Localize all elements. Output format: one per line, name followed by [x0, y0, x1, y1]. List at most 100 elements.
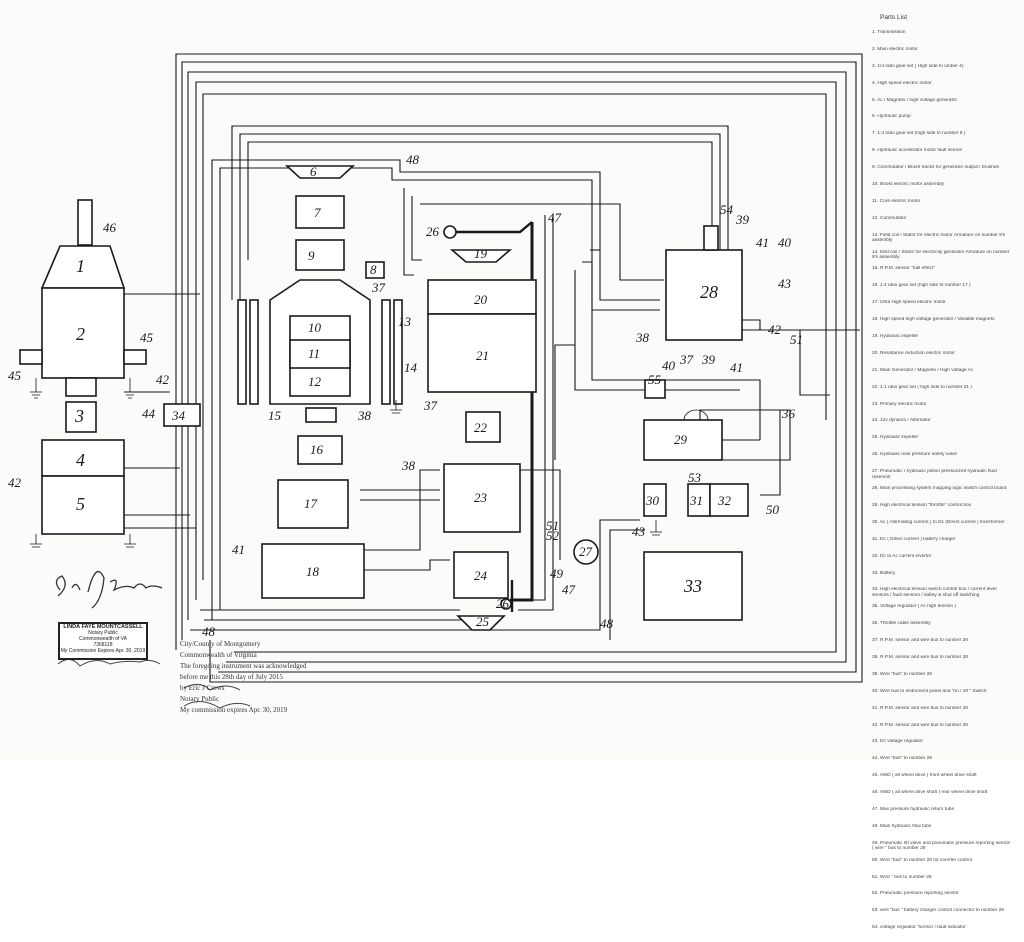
parts-list-item: 13. Field coil / Stator for electric mot…: [872, 232, 1006, 244]
schematic-diagram: 1 2 3 4 5 34 46 45 45 42 42 44 6 7 9 8 1…: [8, 53, 863, 709]
parts-list-item: 26. Hydraulic max pressure safety valve: [872, 452, 958, 458]
parts-list-item: 31. Dc ( Direct current ) battery charge…: [872, 536, 956, 542]
svg-text:51: 51: [790, 332, 803, 347]
notary-by: by Eric J Crews: [180, 684, 225, 692]
parts-list-item: 17. Ultra High speed electric motor: [872, 300, 946, 306]
svg-text:12: 12: [308, 374, 322, 389]
svg-text:16: 16: [310, 442, 324, 457]
svg-text:37: 37: [423, 398, 438, 413]
ground-symbols: [30, 378, 662, 548]
component-55-regulator: [644, 379, 666, 399]
parts-list-item: 39. Wire "bus" to number 28: [872, 671, 932, 677]
svg-text:4: 4: [76, 450, 85, 470]
parts-list-item: 53. wire "bus " battery charger control …: [872, 908, 1004, 914]
parts-list-item: 45. AWD ( all wheel drive ) front wheel …: [872, 773, 977, 779]
control-system: 28 54 39 40 41 43 42 51 38 40 37 39 41 5…: [632, 202, 803, 621]
svg-text:7: 7: [314, 205, 321, 220]
svg-text:45: 45: [140, 330, 154, 345]
parts-list-item: 32. Dc to Ac current inverter: [872, 553, 932, 559]
svg-text:15: 15: [268, 408, 282, 423]
stamp-number: 7368118: [93, 642, 113, 648]
parts-list-item: 4. High speed electric motor: [872, 80, 932, 86]
parts-list-item: 15. R.P.M. sensor "hall effect": [872, 266, 935, 272]
svg-text:43: 43: [778, 276, 792, 291]
parts-list-item: 54. voltage regulator "sensor / fault in…: [872, 925, 966, 931]
svg-text:38: 38: [357, 408, 372, 423]
parts-list-item: 1. Transmission: [872, 30, 906, 35]
notary-acknowledgement: City/County of Montgomery Commonwealth o…: [180, 640, 320, 717]
svg-text:42: 42: [8, 475, 22, 490]
svg-text:34: 34: [171, 408, 186, 423]
svg-text:26: 26: [496, 596, 510, 611]
parts-list-item: 48. Main hydraulic flow tube: [872, 823, 932, 829]
parts-list-item: 6. Hydraulic pump: [872, 114, 911, 120]
svg-text:47: 47: [562, 582, 576, 597]
svg-text:41: 41: [232, 542, 245, 557]
parts-list-item: 19. Hydraulic impeller: [872, 334, 919, 340]
component-34-control-box: [163, 403, 201, 427]
component-19-hydraulic-impeller: [449, 249, 513, 263]
svg-text:22: 22: [474, 420, 488, 435]
svg-text:38: 38: [635, 330, 650, 345]
svg-text:41: 41: [756, 235, 769, 250]
svg-text:30: 30: [645, 493, 660, 508]
svg-text:47: 47: [548, 210, 562, 225]
component-17-ultra-motor: [277, 479, 349, 529]
parts-list-item: 28. Main processing system mapping logic…: [872, 486, 1007, 492]
svg-text:48: 48: [600, 616, 614, 631]
svg-text:24: 24: [474, 568, 488, 583]
parts-list-item: 18. High speed high voltage generator / …: [872, 317, 995, 323]
svg-text:8: 8: [370, 262, 377, 277]
parts-list-item: 30. Ac ( Alternating current ) to Dc (Di…: [872, 519, 1005, 525]
transmission-assembly: 1 2 3 4 5 34 46 45 45 42 42 44: [8, 199, 201, 535]
component-6-hydraulic-pump: [284, 165, 356, 179]
notary-ack-1: The foregoing instrument was acknowledge…: [180, 662, 307, 670]
parts-list-item: 7. 1:4 ratio gear set (high side to numb…: [872, 131, 966, 137]
component-16-gear-set: [297, 435, 343, 465]
svg-text:37: 37: [371, 280, 386, 295]
parts-list-item: 35. Voltage regulator ( Ac high tension …: [872, 604, 956, 610]
svg-text:5: 5: [76, 494, 85, 514]
parts-list-item: 16. 1:4 ratio gear set (high side to num…: [872, 283, 971, 289]
parts-list-item: 52. Pneumatic pressure reporting sensor: [872, 891, 959, 897]
component-5-ac-magneto: [41, 475, 125, 535]
svg-text:38: 38: [401, 458, 416, 473]
parts-list-item: 37. R.P.M. sensor and wire bus to number…: [872, 638, 968, 644]
component-24-dynamo: [453, 551, 509, 599]
svg-text:42: 42: [156, 372, 170, 387]
parts-list-item: 2. Main electric motor: [872, 46, 918, 52]
component-29-throttle-control-box: [643, 419, 723, 461]
svg-text:37: 37: [679, 352, 694, 367]
component-11-core-motor: [289, 339, 351, 369]
parts-list-item: 29. High electrical tension "throttle" c…: [872, 502, 972, 508]
notary-expires: My commission expires Apr. 30, 2019: [180, 706, 288, 714]
svg-text:3: 3: [74, 406, 84, 426]
component-4-high-speed-motor: [41, 439, 125, 477]
main-generator-column: 19 20 21 22 23 24 25 26 26 27 47 47 49 5…: [202, 210, 614, 639]
component-8-fault-sensor: [365, 261, 385, 279]
svg-text:39: 39: [701, 352, 716, 367]
component-33-battery: [643, 551, 743, 621]
svg-text:55: 55: [648, 372, 662, 387]
notary-stamp: LINDA FAYE MOUNTCASSELL Notary Public Co…: [58, 622, 148, 660]
svg-text:54: 54: [720, 202, 734, 217]
parts-list-item: 50. Wire "bus" to number 28 for inverter…: [872, 857, 972, 863]
svg-text:27: 27: [579, 544, 593, 559]
svg-text:36: 36: [781, 406, 796, 421]
stamp-expiry: My Commission Expires Apr. 30, 2019: [60, 648, 146, 654]
svg-text:48: 48: [202, 624, 216, 639]
svg-text:31: 31: [689, 493, 703, 508]
svg-text:33: 33: [683, 576, 702, 596]
svg-text:42: 42: [768, 322, 782, 337]
parts-list-item: 36. Throttle cable assembly: [872, 621, 931, 627]
component-27-reservoir: [573, 539, 599, 565]
parts-list-item: 49. Pneumatic lift valve and pneumatic p…: [872, 840, 1011, 852]
notary-public: Notary Public: [180, 695, 220, 703]
svg-text:2: 2: [76, 324, 85, 344]
notary-ack-2: before me this 28th day of July 2015: [180, 673, 283, 681]
parts-list-item: 10. Boost electric motor assembly: [872, 182, 944, 188]
parts-list-item: 12. Commutator: [872, 215, 907, 221]
parts-list-item: 42. R.P.M. sensor and wire bus to number…: [872, 722, 968, 728]
parts-list-item: 33. Battery: [872, 570, 896, 576]
